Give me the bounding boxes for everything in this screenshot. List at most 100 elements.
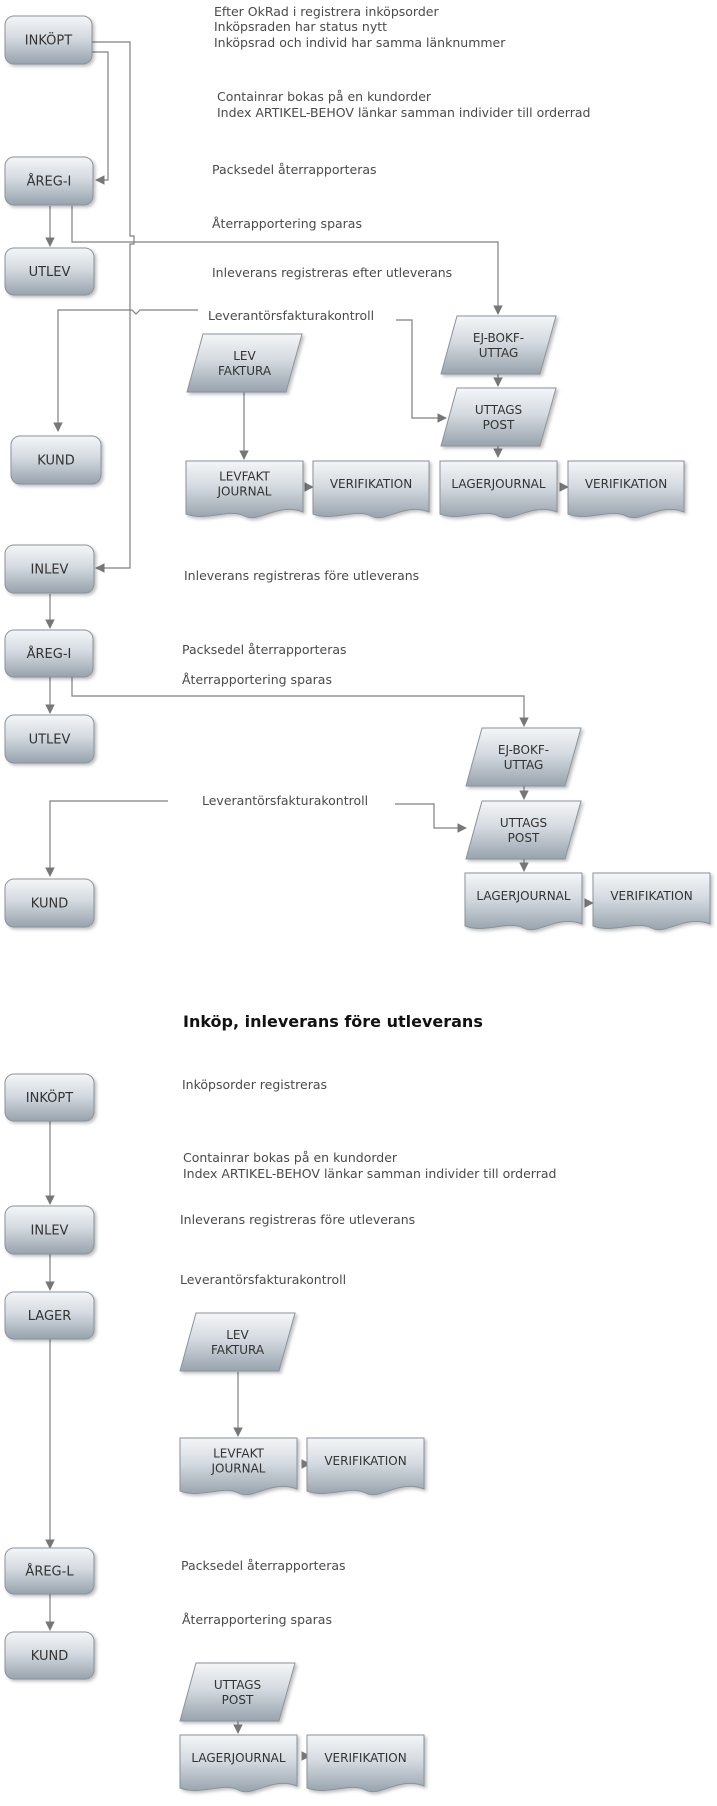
document-outline <box>179 1437 298 1496</box>
document-shape-lagerj2: LAGERJOURNAL <box>464 872 583 931</box>
document-outline <box>312 460 430 519</box>
parallelogram-shape <box>440 315 557 375</box>
doc-lagerj2-label: LAGERJOURNAL <box>476 889 570 903</box>
box-inlev1-label: INLEV <box>31 563 69 578</box>
note-containrar: Containrar bokas på en kundorder <box>217 89 432 104</box>
doc-verif5-label: VERIFIKATION <box>324 1751 406 1765</box>
process-box-inlev2: INLEV <box>4 1205 95 1255</box>
document-shape-verif5: VERIFIKATION <box>306 1734 425 1793</box>
note-inleverans-efter: Inleverans registreras efter utleverans <box>212 265 453 280</box>
process-box-aregl: ÅREG-L <box>4 1547 95 1595</box>
doc-levfakt1-label: JOURNAL <box>217 485 272 499</box>
doc-levfakt1-label: LEVFAKT <box>219 470 270 484</box>
document-outline <box>464 872 583 931</box>
document-outline <box>592 872 711 931</box>
box-kund2-label: KUND <box>31 897 68 912</box>
process-box-areg1: ÅREG-I <box>4 156 94 206</box>
document-outline <box>306 1437 425 1496</box>
note-lanknummer: Inköpsrad och individ har samma länknumm… <box>214 35 506 50</box>
box-shape <box>4 1205 95 1255</box>
document-shape-verif3: VERIFIKATION <box>592 872 711 931</box>
process-box-kund1: KUND <box>10 435 102 485</box>
para-levfaktura2-label: LEV <box>226 1328 249 1342</box>
connector <box>396 319 447 423</box>
process-box-inlev1: INLEV <box>4 544 95 594</box>
parallelogram-shape <box>440 387 557 447</box>
note-index-artikel: Index ARTIKEL-BEHOV länkar samman indivi… <box>217 105 591 120</box>
note-containrar-2: Containrar bokas på en kundorder <box>183 1150 398 1165</box>
box-areg2-label: ÅREG-I <box>27 646 72 662</box>
process-box-areg2: ÅREG-I <box>4 629 94 678</box>
para-ejbokf2-label: EJ-BOKF- <box>498 743 549 757</box>
connector <box>45 800 168 877</box>
para-ejbokf1-label: UTTAG <box>479 346 519 360</box>
connector <box>71 206 503 315</box>
parallelogram-shape <box>179 1312 296 1372</box>
note-levfakturakontroll-3: Leverantörsfakturakontroll <box>180 1272 347 1287</box>
box-kund3-label: KUND <box>31 1649 68 1664</box>
connector <box>92 41 135 573</box>
box-shape <box>4 629 94 678</box>
para-uttags2-label: UTTAGS <box>500 816 547 830</box>
box-inlev2-label: INLEV <box>31 1224 69 1239</box>
document-shape-verif2: VERIFIKATION <box>567 460 685 519</box>
box-shape <box>4 1631 95 1680</box>
connector <box>395 803 467 833</box>
para-uttags3-label: UTTAGS <box>214 1678 261 1692</box>
note-aterrapportering-3: Återrapportering sparas <box>182 1612 332 1627</box>
process-box-inkopt2: INKÖPT <box>4 1073 95 1122</box>
doc-lagerj3-label: LAGERJOURNAL <box>191 1751 285 1765</box>
process-box-utlev1: UTLEV <box>4 247 95 296</box>
process-box-inkopt1: INKÖPT <box>4 15 93 65</box>
document-shape-verif4: VERIFIKATION <box>306 1437 425 1496</box>
doc-verif2-label: VERIFIKATION <box>585 477 667 491</box>
box-shape <box>4 1547 95 1595</box>
note-status-nytt: Inköpsraden har status nytt <box>214 19 388 34</box>
note-inleverans-fore: Inleverans registreras före utleverans <box>184 568 420 583</box>
shapes-layer: INKÖPTÅREG-IUTLEVKUNDINLEVLEVFAKTURAEJ-B… <box>4 15 711 1793</box>
box-shape <box>4 544 95 594</box>
doc-verif4-label: VERIFIKATION <box>324 1454 406 1468</box>
note-inleverans-fore-2: Inleverans registreras före utleverans <box>180 1212 416 1227</box>
para-ejbokf2-label: UTTAG <box>504 758 544 772</box>
document-outline <box>179 1734 298 1793</box>
process-box-lager: LAGER <box>4 1291 95 1340</box>
box-lager-label: LAGER <box>28 1309 72 1324</box>
box-shape <box>4 247 95 296</box>
note-index-artikel-2: Index ARTIKEL-BEHOV länkar samman indivi… <box>183 1166 557 1181</box>
doc-verif1-label: VERIFIKATION <box>330 477 412 491</box>
document-shape-verif1: VERIFIKATION <box>312 460 430 519</box>
note-levfakturakontroll-2: Leverantörsfakturakontroll <box>202 793 369 808</box>
box-shape <box>4 878 95 928</box>
box-utlev1-label: UTLEV <box>29 265 71 280</box>
parallelogram-shape <box>179 1662 296 1722</box>
note-aterrapportering: Återrapportering sparas <box>212 216 362 231</box>
document-outline <box>306 1734 425 1793</box>
doc-lagerj1-label: LAGERJOURNAL <box>451 477 545 491</box>
note-packsedel: Packsedel återrapporteras <box>212 162 377 177</box>
connector <box>92 51 109 185</box>
section-title: Inköp, inleverans före utleverans <box>183 1012 483 1031</box>
box-inkopt1-label: INKÖPT <box>25 32 72 49</box>
document-outline <box>185 460 304 519</box>
para-uttags2-label: POST <box>508 831 540 845</box>
note-packsedel-3: Packsedel återrapporteras <box>181 1558 346 1573</box>
parallelogram-shape <box>186 333 303 393</box>
para-levfaktura1-label: FAKTURA <box>218 364 272 378</box>
box-aregl-label: ÅREG-L <box>25 1564 74 1580</box>
box-kund1-label: KUND <box>37 454 74 469</box>
connector <box>53 309 198 432</box>
para-uttags1-label: UTTAGS <box>475 403 522 417</box>
note-levfakturakontroll: Leverantörsfakturakontroll <box>208 308 375 323</box>
para-levfaktura2-label: FAKTURA <box>211 1343 265 1357</box>
parallelogram-shape <box>465 727 582 787</box>
process-box-kund2: KUND <box>4 878 95 928</box>
